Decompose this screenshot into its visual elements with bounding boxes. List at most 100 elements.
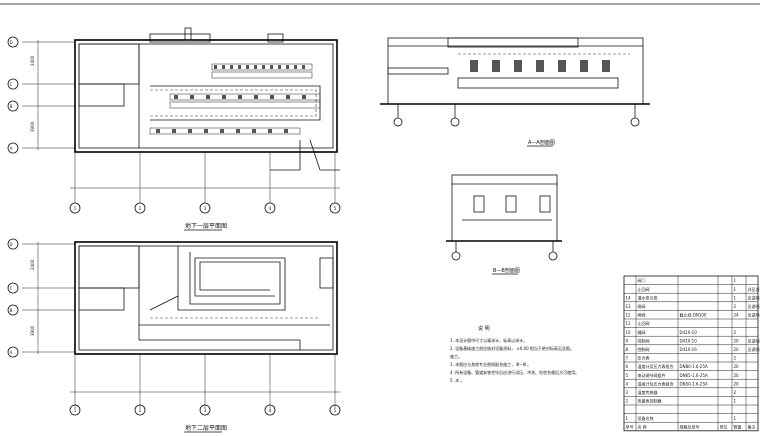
table-cell: 7	[626, 356, 629, 361]
table-cell: 20	[734, 364, 740, 369]
axis-row-b: B	[10, 104, 13, 109]
table-cell: 闸阀	[638, 312, 646, 318]
table-cell: 温度传感器	[638, 389, 658, 395]
table-cell: 止回阀	[638, 320, 650, 326]
axis-row-d-lower: D	[9, 242, 12, 247]
table-cell: 3	[626, 390, 629, 395]
axis-col-3: 3	[204, 206, 207, 211]
dim-upper-2: 3900	[30, 121, 35, 132]
table-cell: 压力表	[638, 355, 650, 361]
axis-row-a: A	[10, 146, 13, 151]
dim-upper-1: 2400	[30, 55, 35, 66]
table-cell: 2	[734, 356, 737, 361]
notes-title: 说 明	[478, 325, 490, 332]
table-cell: 名 称	[638, 423, 647, 429]
axis-row-b-lower: B	[10, 308, 13, 313]
table-cell: D41X-16	[680, 347, 698, 352]
table-cell: 电动调节阀组件	[638, 372, 666, 378]
axis-row-c-lower: C	[10, 286, 13, 291]
table-cell: 温度计及压力表组合	[638, 380, 674, 386]
table-cell: 设备名称	[638, 415, 654, 421]
table-cell: 13	[626, 304, 632, 309]
table-cell: 1	[734, 278, 737, 283]
axis-col-4-lower: 4	[269, 408, 272, 413]
table-cell: 详见设计	[748, 286, 760, 292]
axis-col-3-lower: 3	[204, 408, 207, 413]
table-cell: DN65-1.6-25A	[680, 373, 709, 378]
table-cell: 14	[626, 295, 632, 300]
section-aa-title: A—A剖面图	[528, 139, 555, 146]
axis-col-5-lower: 5	[334, 408, 337, 413]
axis-col-1-lower: 1	[74, 408, 77, 413]
table-cell: 1	[734, 295, 737, 300]
table-cell: DN50-1.6-25A	[680, 381, 709, 386]
axis-col-5: 5	[334, 206, 337, 211]
table-cell: 止回阀	[638, 286, 650, 292]
axis-col-4: 4	[269, 206, 272, 211]
section-aa: A—A剖面图	[380, 37, 650, 147]
table-cell: 6	[626, 364, 629, 369]
table-cell: 8	[626, 347, 629, 352]
table-cell: 蝶阀	[638, 329, 646, 335]
table-cell: 12	[626, 313, 632, 318]
table-cell: 1	[734, 287, 737, 292]
table-cell: 截止阀 DN100	[680, 312, 707, 318]
table-cell: 见说明	[748, 312, 760, 318]
table-cell: 见说明	[748, 346, 760, 352]
table-cell: 备注	[748, 423, 756, 429]
table-cell: 序号	[626, 423, 634, 429]
notes-line-1: 1. 本设计图中尺寸以毫米计，标高以米计。	[450, 337, 527, 343]
notes-block: 说 明 1. 本设计图中尺寸以毫米计，标高以米计。 2. 设备基础施工前应核对设…	[450, 325, 579, 383]
lower-plan: 地下二层平面图	[7, 238, 341, 433]
section-bb: B—B剖面图	[446, 174, 562, 275]
axis-row-d: D	[9, 40, 12, 45]
table-cell: 20	[734, 338, 740, 343]
table-cell: 见说明	[748, 337, 760, 343]
table-cell: 2	[626, 399, 629, 404]
notes-line-5: 4. 所有设备、管道安装完毕后应进行试压、冲洗、检验合格后方可使用。	[450, 369, 579, 375]
table-cell: 数量	[734, 423, 742, 429]
table-cell: DN80-1.6-25A	[680, 364, 709, 369]
notes-line-3: 施工。	[450, 353, 462, 359]
table-cell: 阀门	[638, 277, 646, 283]
upper-plan-title: 地下一层平面图	[185, 222, 227, 230]
table-cell: 热量表控制器	[638, 398, 662, 404]
equipment-table: 阀门1止回阀1详见设计14潜水排污泵1见说明13闸阀2见说明12闸阀截止阀 DN…	[623, 275, 760, 432]
table-cell: 控制阀	[638, 337, 650, 343]
table-cell: D41X-10	[680, 330, 698, 335]
table-cell: 20	[734, 347, 740, 352]
notes-line-4: 3. 本图应与其他专业图纸配合施工， Ⅲ—Ⅲ 。	[450, 361, 531, 367]
table-cell: 24	[734, 313, 740, 318]
upper-plan: 地下一层平面图	[7, 27, 341, 231]
table-cell: 20	[734, 381, 740, 386]
dim-lower-2: 3900	[30, 325, 35, 336]
axis-col-1: 1	[74, 206, 77, 211]
table-cell: 4	[626, 381, 629, 386]
table-cell: 10	[626, 330, 632, 335]
table-cell: 20	[734, 373, 740, 378]
table-cell: 1	[734, 416, 737, 421]
axis-row-c: C	[10, 82, 13, 87]
table-cell: 单位	[720, 423, 728, 429]
table-cell: 闸阀	[638, 303, 646, 309]
table-cell: 2	[734, 390, 737, 395]
lower-plan-title: 地下二层平面图	[185, 424, 227, 432]
table-cell: D41X-10	[680, 338, 698, 343]
axis-row-a-lower: A	[10, 350, 13, 355]
table-cell: 9	[626, 338, 629, 343]
table-cell: 5	[626, 373, 629, 378]
dim-lower-1: 2400	[30, 259, 35, 270]
notes-line-2: 2. 设备基础施工前应核对设备资料， ±0.00 相当于绝对标高见总图。	[450, 345, 574, 351]
table-cell: 控制阀	[638, 346, 650, 352]
axis-col-2-lower: 2	[139, 408, 142, 413]
table-cell: 2	[734, 330, 737, 335]
table-cell: 1	[734, 399, 737, 404]
notes-line-6: 5. 本 。	[450, 377, 464, 383]
table-cell: 温度计及压力表组合	[638, 363, 674, 369]
table-cell: 规格及型号	[680, 423, 700, 429]
section-bb-title: B—B剖面图	[493, 267, 520, 274]
table-cell: 见说明	[748, 294, 760, 300]
table-cell: 见说明	[748, 303, 760, 309]
table-cell: 1	[626, 416, 629, 421]
